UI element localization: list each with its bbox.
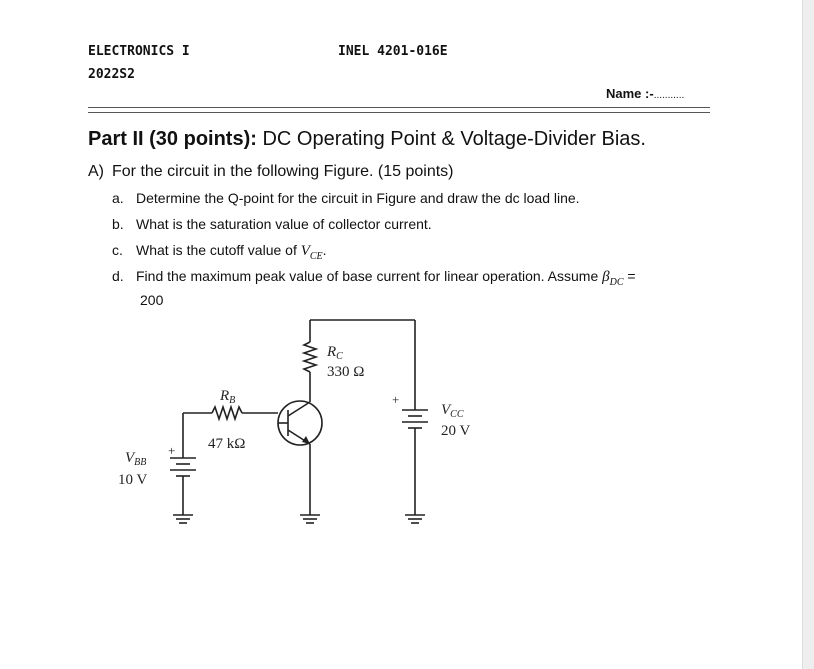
list-item-continuation: 200	[140, 292, 164, 308]
separator-line	[88, 107, 710, 113]
list-item: b.What is the saturation value of collec…	[112, 216, 432, 232]
part-title-bold: Part II (30 points):	[88, 128, 257, 150]
vcc-plus: +	[392, 392, 399, 407]
list-item: a.Determine the Q-point for the circuit …	[112, 190, 580, 206]
name-label: Name :-	[606, 86, 654, 101]
page-edge	[802, 0, 814, 669]
question-text: For the circuit in the following Figure.…	[112, 163, 454, 180]
course-name: ELECTRONICS I	[88, 44, 190, 59]
circuit-wires	[170, 319, 428, 524]
name-field: Name :-...........	[606, 86, 684, 101]
vbb-value: 10 V	[118, 472, 147, 488]
vbb-plus: +	[168, 443, 175, 458]
rb-label: RB	[219, 388, 235, 406]
vcc-label: VCC	[441, 402, 464, 420]
vbb-label: VBB	[125, 450, 146, 468]
name-blank: ...........	[653, 90, 685, 101]
list-item: c.What is the cutoff value of VCE.	[112, 242, 327, 262]
part-title: Part II (30 points): DC Operating Point …	[88, 128, 646, 151]
rb-value: 47 kΩ	[208, 436, 245, 452]
rc-label: RC	[326, 344, 343, 362]
part-title-rest: DC Operating Point & Voltage-Divider Bia…	[256, 128, 646, 150]
vcc-value: 20 V	[441, 423, 470, 439]
question-label: A)	[88, 163, 104, 180]
question-a: A) For the circuit in the following Figur…	[88, 163, 453, 181]
course-code: INEL 4201-016E	[338, 44, 448, 59]
list-item: d.Find the maximum peak value of base cu…	[112, 268, 636, 288]
emitter-arrow	[302, 436, 310, 444]
rc-value: 330 Ω	[327, 364, 364, 380]
term: 2022S2	[88, 67, 135, 82]
